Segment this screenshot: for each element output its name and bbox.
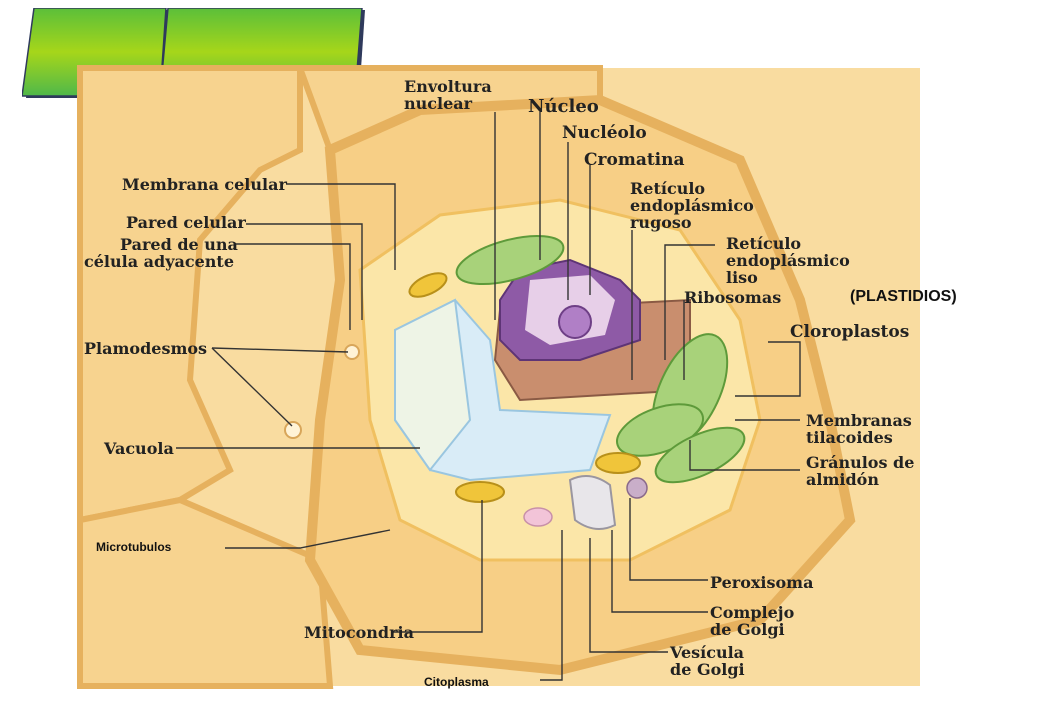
mitochondrion — [408, 272, 448, 298]
label-ribosomas: Ribosomas — [684, 288, 782, 307]
label-cromatina: Cromatina — [584, 150, 685, 170]
label-membrana-celular: Membrana celular — [122, 175, 287, 194]
label-pared-celular: Pared celular — [126, 213, 246, 232]
label-nucleolo: Nucléolo — [562, 123, 647, 143]
label-vacuola: Vacuola — [104, 439, 174, 458]
golgi-apparatus — [568, 475, 617, 530]
leader-lines — [176, 112, 801, 681]
label-peroxisoma: Peroxisoma — [710, 573, 814, 592]
label-cloroplastos: Cloroplastos — [790, 322, 910, 342]
vesicle — [523, 507, 553, 527]
chloroplast — [654, 426, 746, 484]
label-plamodesmos: Plamodesmos — [84, 339, 208, 358]
label-microtubulos: Microtubulos — [96, 540, 172, 554]
label-plastidios: (PLASTIDIOS) — [850, 288, 957, 305]
plasmodesma — [284, 421, 302, 439]
label-mitocondria: Mitocondria — [304, 623, 414, 642]
adjacent-cell-bottom — [77, 496, 334, 689]
peroxisome — [626, 477, 648, 499]
label-nucleo: Núcleo — [528, 96, 599, 117]
mitochondrion — [455, 481, 505, 503]
mitochondrion — [595, 452, 641, 474]
chloroplast — [455, 235, 565, 285]
label-citoplasma: Citoplasma — [424, 675, 489, 689]
nucleolus — [558, 305, 592, 339]
